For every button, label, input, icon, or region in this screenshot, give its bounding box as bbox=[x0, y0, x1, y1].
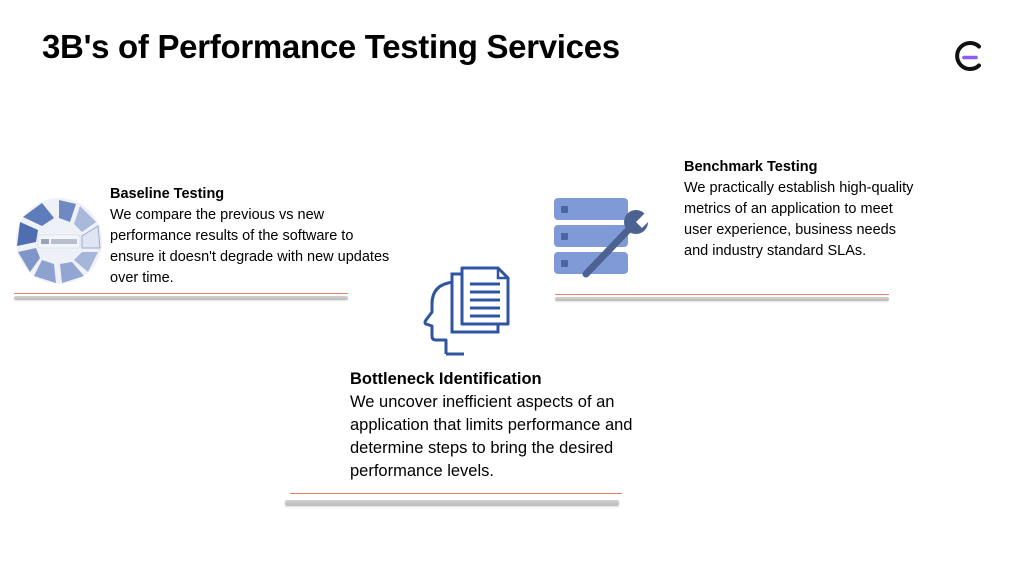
bottleneck-separator-shadow bbox=[285, 500, 619, 506]
head-documents-icon bbox=[423, 266, 510, 356]
server-wrench-icon bbox=[554, 198, 656, 278]
benchmark-heading: Benchmark Testing bbox=[684, 159, 818, 175]
baseline-separator-shadow bbox=[14, 296, 348, 300]
benchmark-testing-block: Benchmark Testing We practically establi… bbox=[684, 157, 914, 262]
page-title: 3B's of Performance Testing Services bbox=[42, 28, 620, 65]
cycle-icon bbox=[16, 198, 102, 284]
baseline-testing-block: Baseline Testing We compare the previous… bbox=[110, 184, 390, 289]
baseline-separator bbox=[14, 293, 348, 294]
benchmark-description: We practically establish high-quality me… bbox=[684, 180, 914, 259]
bottleneck-identification-block: Bottleneck Identification We uncover ine… bbox=[350, 368, 650, 483]
baseline-description: We compare the previous vs new performan… bbox=[110, 207, 390, 286]
benchmark-separator-shadow bbox=[555, 297, 889, 301]
baseline-heading: Baseline Testing bbox=[110, 186, 225, 202]
bottleneck-heading: Bottleneck Identification bbox=[350, 370, 542, 388]
bottleneck-description: We uncover inefficient aspects of an app… bbox=[350, 393, 633, 480]
brand-logo-icon bbox=[955, 41, 981, 71]
bottleneck-separator bbox=[290, 493, 622, 494]
benchmark-separator bbox=[555, 294, 889, 295]
